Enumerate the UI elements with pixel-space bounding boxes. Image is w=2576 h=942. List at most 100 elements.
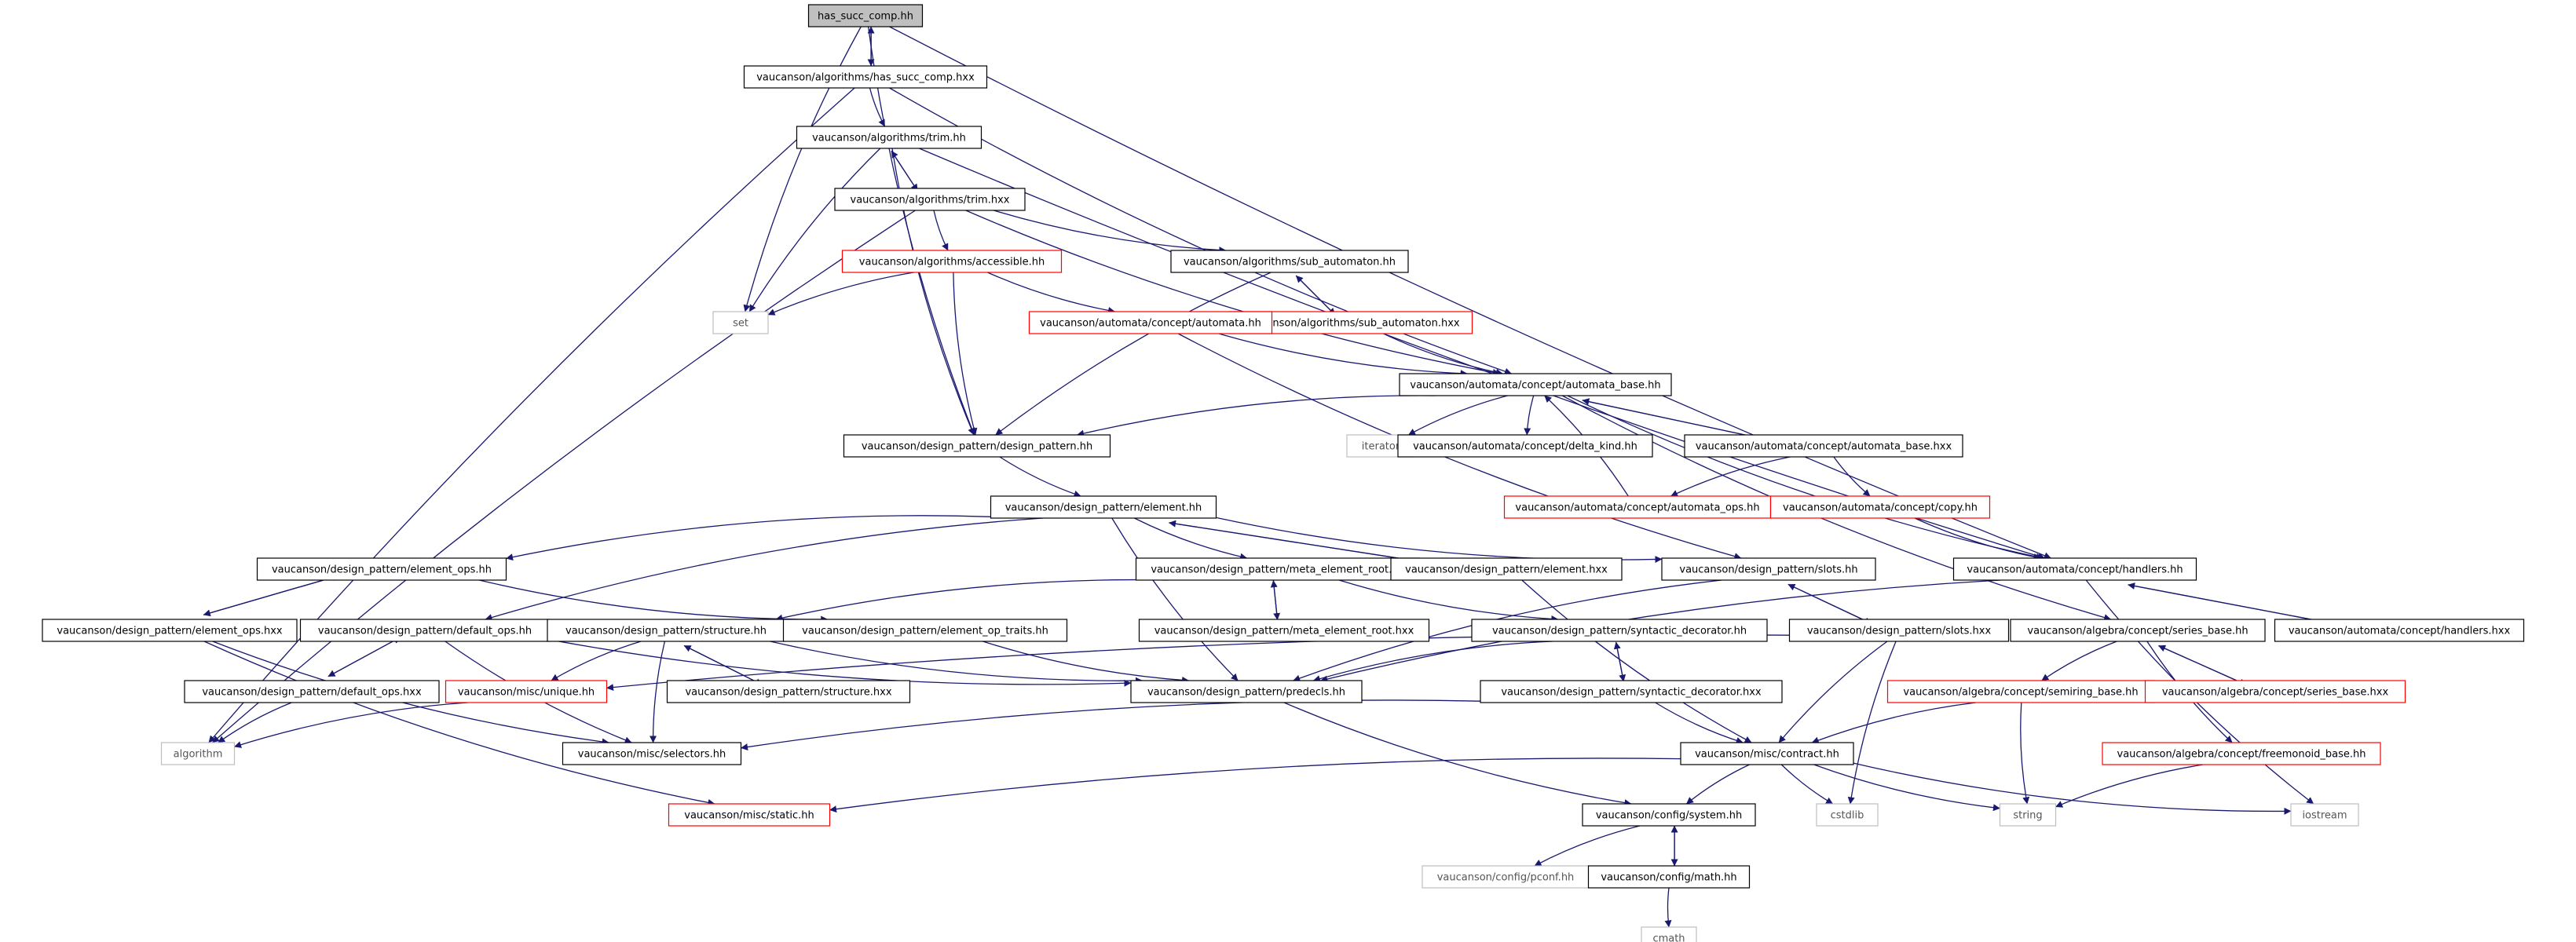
node-label: vaucanson/design_pattern/syntactic_decor… (1492, 626, 1747, 637)
edge-structure-hh-to-predecls (770, 641, 1143, 685)
node-label: vaucanson/automata/concept/handlers.hh (1967, 564, 2183, 576)
node-handlers-hxx[interactable]: vaucanson/automata/concept/handlers.hxx (2274, 619, 2525, 642)
edge-ab-hh-to-iterator (1408, 395, 1508, 436)
node-element-ops-hh[interactable]: vaucanson/design_pattern/element_ops.hh (256, 557, 507, 581)
node-freemonoid[interactable]: vaucanson/algebra/concept/freemonoid_bas… (2102, 742, 2381, 765)
node-contract[interactable]: vaucanson/misc/contract.hh (1680, 742, 1854, 765)
edge-structure-hh-to-unique-hh (551, 641, 642, 681)
node-box (843, 434, 1111, 458)
node-eot[interactable]: vaucanson/design_pattern/element_op_trai… (782, 619, 1068, 642)
node-label: cmath (1652, 933, 1685, 942)
node-accessible[interactable]: vaucanson/algorithms/accessible.hh (841, 250, 1063, 273)
node-string[interactable]: string (1999, 803, 2057, 827)
node-box (743, 65, 988, 89)
edge-copy-hh-to-handlers-hh (1914, 517, 2041, 560)
node-copy-hh[interactable]: vaucanson/automata/concept/copy.hh (1769, 495, 1991, 519)
node-label: vaucanson/algorithms/trim.hh (812, 133, 966, 144)
node-handlers-hh[interactable]: vaucanson/automata/concept/handlers.hh (1952, 557, 2197, 581)
node-slots-hh[interactable]: vaucanson/design_pattern/slots.hh (1661, 557, 1876, 581)
edge-hsc-hxx-to-algorithm (208, 87, 855, 743)
node-box (1135, 557, 1421, 581)
node-pconf[interactable]: vaucanson/config/pconf.hh (1422, 865, 1590, 889)
node-cstdlib[interactable]: cstdlib (1816, 803, 1879, 827)
node-automata-hh[interactable]: vaucanson/automata/concept/automata.hh (1028, 311, 1273, 334)
node-default-ops-hxx[interactable]: vaucanson/design_pattern/default_ops.hxx (184, 680, 440, 703)
edge-mer-hh-to-structure-hh (775, 579, 1169, 622)
edge-trim-hxx-to-sub-hh (993, 210, 1227, 254)
node-element-ops-hxx[interactable]: vaucanson/design_pattern/element_ops.hxx (42, 619, 298, 642)
node-label: vaucanson/design_pattern/predecls.hh (1147, 687, 1345, 699)
node-sd-hxx[interactable]: vaucanson/design_pattern/syntactic_decor… (1480, 680, 1783, 703)
edge-trim-hh-to-dp-hh (891, 148, 975, 436)
node-label: string (2013, 810, 2042, 822)
node-ab-hxx[interactable]: vaucanson/automata/concept/automata_base… (1684, 434, 1963, 458)
node-box (668, 803, 831, 827)
node-structure-hxx[interactable]: vaucanson/design_pattern/structure.hxx (666, 680, 911, 703)
node-label: vaucanson/design_pattern/default_ops.hh (318, 626, 532, 637)
node-delta-kind[interactable]: vaucanson/automata/concept/delta_kind.hh (1397, 434, 1653, 458)
node-label: vaucanson/design_pattern/slots.hxx (1807, 626, 1992, 637)
node-label: has_succ_comp.hh (818, 11, 913, 23)
edge-trim-hxx-to-accessible (933, 210, 949, 251)
edge-element-hh-to-mer-hh (1134, 517, 1248, 560)
edge-slots-hxx-to-cstdlib (1847, 641, 1897, 805)
edge-contract-to-string (1813, 764, 2000, 812)
node-mer-hxx[interactable]: vaucanson/design_pattern/meta_element_ro… (1138, 619, 1430, 642)
node-label: vaucanson/design_pattern/structure.hh (565, 626, 767, 637)
node-label: vaucanson/algorithms/sub_automaton.hxx (1242, 318, 1459, 330)
node-system-hh[interactable]: vaucanson/config/system.hh (1582, 803, 1756, 827)
node-label: set (733, 318, 748, 330)
node-trim-hh[interactable]: vaucanson/algorithms/trim.hh (796, 126, 982, 149)
node-algorithm[interactable]: algorithm (160, 742, 236, 765)
node-label: iostream (2302, 810, 2347, 822)
edge-handlers-hh-to-predecls (1320, 579, 2001, 683)
node-sb-hxx[interactable]: vaucanson/algebra/concept/series_base.hx… (2144, 680, 2406, 703)
node-sd-hh[interactable]: vaucanson/design_pattern/syntactic_decor… (1471, 619, 1768, 642)
node-label: vaucanson/automata/concept/copy.hh (1783, 502, 1978, 514)
node-root[interactable]: has_succ_comp.hh (807, 4, 924, 27)
node-hsc-hxx[interactable]: vaucanson/algorithms/has_succ_comp.hxx (743, 65, 988, 89)
node-default-ops-hh[interactable]: vaucanson/design_pattern/default_ops.hh (299, 619, 551, 642)
node-mer-hh[interactable]: vaucanson/design_pattern/meta_element_ro… (1135, 557, 1421, 581)
node-label: cstdlib (1831, 810, 1864, 822)
node-unique-hh[interactable]: vaucanson/misc/unique.hh (445, 680, 608, 703)
node-static-hh[interactable]: vaucanson/misc/static.hh (668, 803, 831, 827)
edge-predecls-to-system-hh (1283, 702, 1632, 807)
edge-handlers-hxx-to-handlers-hh (2128, 582, 2336, 625)
node-iostream[interactable]: iostream (2290, 803, 2359, 827)
node-box (1399, 373, 1672, 396)
node-label: vaucanson/design_pattern/element_ops.hh (272, 564, 492, 576)
node-slots-hxx[interactable]: vaucanson/design_pattern/slots.hxx (1788, 619, 2010, 642)
edges-layer (203, 26, 2336, 928)
node-label: vaucanson/misc/unique.hh (458, 687, 595, 699)
node-semiring[interactable]: vaucanson/algebra/concept/semiring_base.… (1886, 680, 2155, 703)
node-selectors[interactable]: vaucanson/misc/selectors.hh (562, 742, 742, 765)
node-label: vaucanson/algorithms/trim.hxx (851, 195, 1010, 206)
node-box (1952, 557, 2197, 581)
node-sb-hh[interactable]: vaucanson/algebra/concept/series_base.hh (2010, 619, 2266, 642)
node-predecls[interactable]: vaucanson/design_pattern/predecls.hh (1130, 680, 1363, 703)
node-sub-hh[interactable]: vaucanson/algorithms/sub_automaton.hh (1170, 250, 1409, 273)
node-box (1480, 680, 1783, 703)
node-box (299, 619, 551, 642)
node-element-hh[interactable]: vaucanson/design_pattern/element.hh (990, 495, 1217, 519)
edge-eot-to-predecls (982, 641, 1190, 684)
node-automata-ops[interactable]: vaucanson/automata/concept/automata_ops.… (1503, 495, 1772, 519)
node-structure-hh[interactable]: vaucanson/design_pattern/structure.hh (547, 619, 785, 642)
edge-element-hxx-to-contract (1521, 579, 1752, 743)
node-label: vaucanson/misc/static.hh (684, 810, 814, 822)
node-ab-hh[interactable]: vaucanson/automata/concept/automata_base… (1399, 373, 1672, 396)
node-math-hh[interactable]: vaucanson/config/math.hh (1587, 865, 1751, 889)
edge-default-ops-hxx-to-default-ops-hh (327, 637, 401, 677)
node-box (841, 250, 1063, 273)
edge-hsc-hxx-to-trim-hh (869, 87, 886, 127)
node-element-hxx[interactable]: vaucanson/design_pattern/element.hxx (1390, 557, 1623, 581)
edge-trim-hxx-to-ab-hh (965, 210, 1500, 376)
node-dp-hh[interactable]: vaucanson/design_pattern/design_pattern.… (843, 434, 1111, 458)
edge-system-hh-to-pconf (1534, 825, 1641, 867)
node-cmath[interactable]: cmath (1641, 926, 1697, 942)
node-set[interactable]: set (712, 311, 769, 334)
node-trim-hxx[interactable]: vaucanson/algorithms/trim.hxx (834, 188, 1026, 211)
node-label: vaucanson/design_pattern/default_ops.hxx (202, 687, 422, 699)
